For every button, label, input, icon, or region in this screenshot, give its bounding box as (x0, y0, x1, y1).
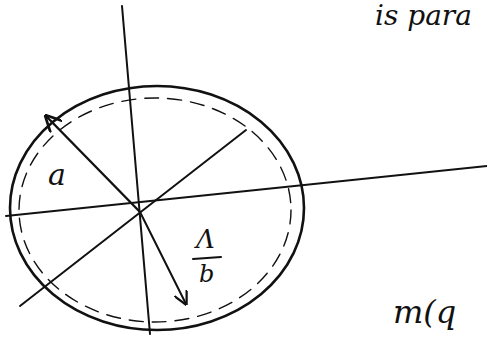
fraction-numerator: Λ (196, 226, 215, 252)
x-axis (6, 166, 487, 216)
radius-label: a (48, 160, 66, 190)
y-axis (20, 130, 246, 306)
inner-radius-arrow (140, 212, 186, 304)
note-text: is para (375, 2, 472, 30)
fraction-denominator: b (199, 262, 214, 286)
z-axis (122, 6, 150, 334)
formula-text: m(q (393, 296, 456, 328)
fraction-bar (193, 257, 221, 259)
sphere-outline (10, 86, 304, 330)
radius-arrow (46, 116, 140, 212)
